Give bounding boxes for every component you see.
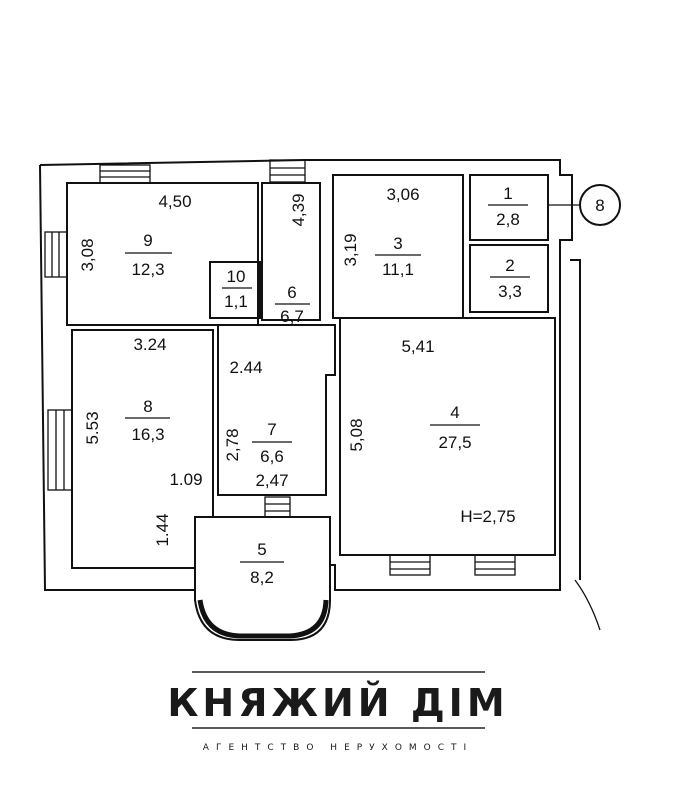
room-area: 16,3: [131, 425, 164, 444]
dimension: 1.44: [153, 513, 172, 546]
dimension: 2.44: [229, 358, 262, 377]
dimension: 3,06: [386, 185, 419, 204]
room-number: 1: [503, 184, 512, 203]
room-area: 27,5: [438, 433, 471, 452]
room-area: 11,1: [382, 260, 414, 279]
dimension-labels: 4,50 3,08 4,39 3,06 3,19 3.24 5.53 1.09 …: [78, 185, 516, 547]
room-9: [66, 182, 259, 326]
room-area: 2,8: [496, 210, 520, 229]
dimension: 5.53: [83, 411, 102, 444]
dimension: 2,78: [223, 428, 242, 461]
watermark-brand: КНЯЖИЙ ДІМ: [167, 681, 508, 725]
dimension: 1.09: [169, 470, 202, 489]
apartment-marker-label: 8: [595, 196, 604, 215]
room-outlines: [66, 174, 556, 641]
room-area: 6,6: [260, 447, 284, 466]
dimension: 3,19: [341, 233, 360, 266]
windows: [44, 159, 516, 576]
room-number: 7: [267, 420, 276, 439]
room-number: 8: [143, 397, 152, 416]
dimension: 3.24: [133, 335, 166, 354]
dimension: 2,47: [255, 471, 288, 490]
room-1: [469, 174, 549, 241]
dimension: 4,39: [289, 193, 308, 226]
room-8: [71, 329, 214, 569]
room-number: 4: [450, 403, 459, 422]
room-7: [217, 324, 336, 496]
room-number: 2: [505, 256, 514, 275]
room-number: 5: [257, 540, 266, 559]
room-labels: 1 2,8 2 3,3 3 11,1 4 27,5 5 8,2 6 6,7 7 …: [125, 184, 530, 587]
dimension: 3,08: [78, 238, 97, 271]
dimension: 5,08: [347, 418, 366, 451]
room-2: [469, 244, 549, 313]
room-area: 8,2: [250, 568, 274, 587]
room-area: 3,3: [498, 282, 522, 301]
dimension: 5,41: [401, 337, 434, 356]
watermark: КНЯЖИЙ ДІМ АГЕНТСТВО НЕРУХОМОСТІ: [167, 671, 508, 753]
ceiling-height: H=2,75: [460, 507, 515, 526]
room-4: [339, 317, 556, 556]
dimension: 4,50: [158, 192, 191, 211]
room-area: 1,1: [224, 292, 248, 311]
room-number: 3: [393, 234, 402, 253]
room-number: 6: [287, 283, 296, 302]
room-area: 6,7: [280, 307, 304, 326]
room-number: 10: [227, 267, 246, 286]
apartment-marker: [579, 184, 621, 226]
room-6: [261, 182, 321, 321]
room-10: [209, 261, 261, 319]
watermark-subtitle: АГЕНТСТВО НЕРУХОМОСТІ: [203, 743, 473, 753]
outer-walls: [39, 159, 601, 631]
room-area: 12,3: [131, 260, 164, 279]
room-5: [194, 516, 331, 641]
room-number: 9: [143, 231, 152, 250]
